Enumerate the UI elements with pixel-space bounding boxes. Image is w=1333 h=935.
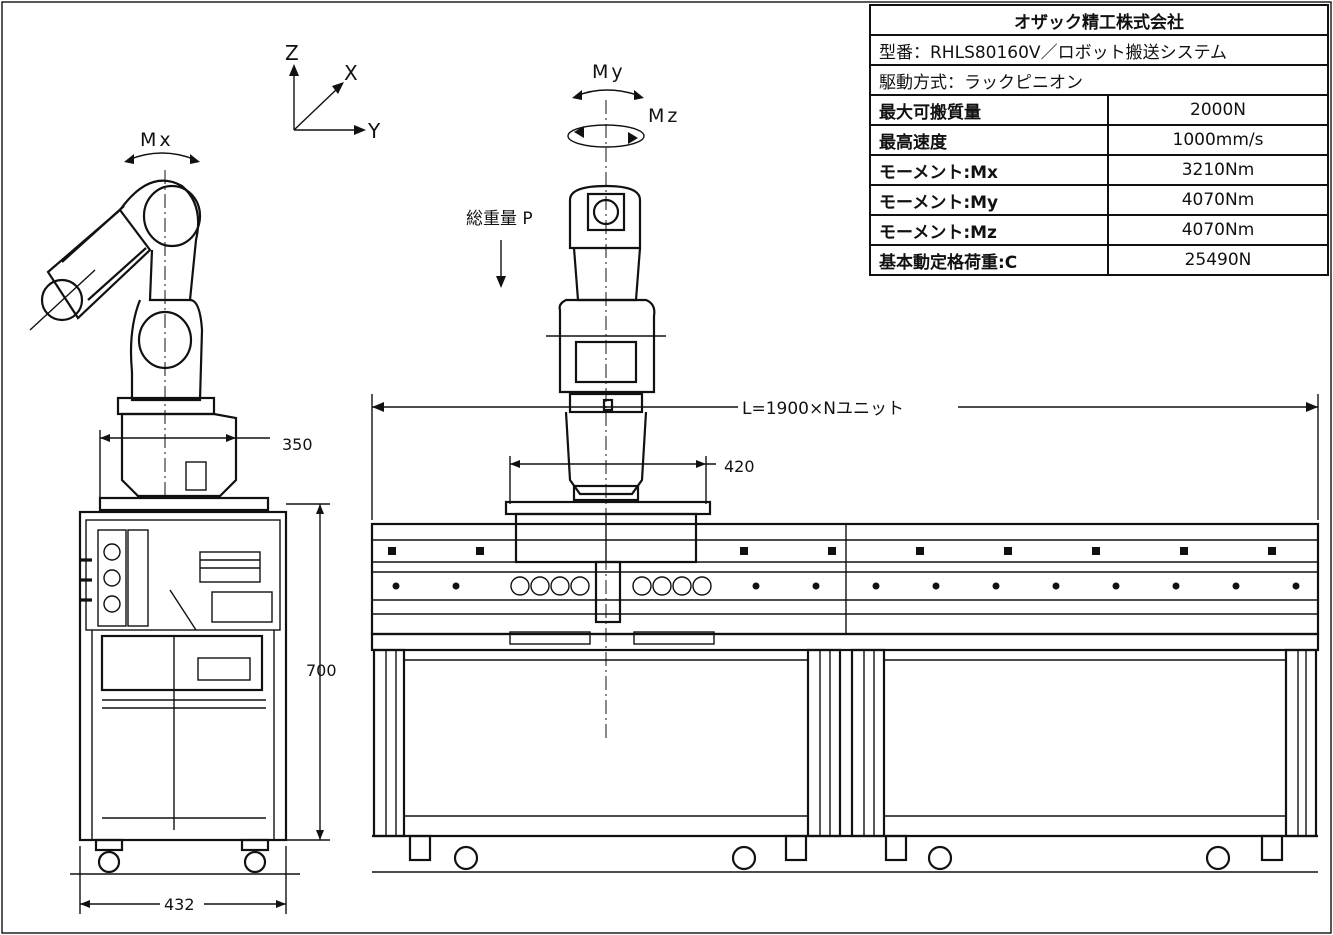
company-name: オザック精工株式会社 <box>869 4 1329 36</box>
bolt-hole <box>1232 582 1240 590</box>
spec-value: 4070Nm <box>1107 184 1329 216</box>
bolt-head <box>1004 547 1012 555</box>
bolt-hole <box>1052 582 1060 590</box>
axis-y-label: Y <box>367 119 381 143</box>
spec-value: 25490N <box>1107 244 1329 276</box>
axis-x-label: X <box>344 61 358 85</box>
drive-method: 駆動方式：ラックピニオン <box>869 64 1329 96</box>
dim-bottom-width: 432 <box>164 895 195 914</box>
rail-bolts <box>388 547 1300 590</box>
spec-label: モーメント:Mz <box>869 214 1109 246</box>
spec-value: 4070Nm <box>1107 214 1329 246</box>
bolt-head <box>916 547 924 555</box>
moment-mz-label: Mz <box>648 105 680 127</box>
bolt-hole <box>1292 582 1300 590</box>
spec-label: 最高速度 <box>869 124 1109 156</box>
bolt-hole <box>392 582 400 590</box>
bolt-hole <box>752 582 760 590</box>
bolt-head <box>1180 547 1188 555</box>
spec-label: 最大可搬質量 <box>869 94 1109 126</box>
dim-length: L=1900×Nユニット <box>742 399 904 419</box>
axis-triad: Z X Y <box>285 41 381 143</box>
bolt-hole <box>992 582 1000 590</box>
bolt-hole <box>452 582 460 590</box>
bolt-hole <box>812 582 820 590</box>
front-view: My Mz 総重量 P 420 <box>370 61 1320 873</box>
bolt-head <box>388 547 396 555</box>
bolt-head <box>1092 547 1100 555</box>
spec-label: 基本動定格荷重:C <box>869 244 1109 276</box>
spec-row: モーメント:Mz 4070Nm <box>869 214 1329 246</box>
bolt-head <box>828 547 836 555</box>
model-number: 型番：RHLS80160V／ロボット搬送システム <box>869 34 1329 66</box>
bolt-hole <box>932 582 940 590</box>
spec-row: モーメント:My 4070Nm <box>869 184 1329 216</box>
spec-value: 1000mm/s <box>1107 124 1329 156</box>
moment-mx-label: Mx <box>140 129 174 151</box>
dim-carriage-width: 420 <box>724 457 755 476</box>
bolt-hole <box>1112 582 1120 590</box>
bolt-hole <box>1172 582 1180 590</box>
bolt-head <box>476 547 484 555</box>
bolt-head <box>740 547 748 555</box>
axis-z-label: Z <box>285 41 299 65</box>
side-view: Mx 350 <box>29 129 337 914</box>
moment-my-label: My <box>592 61 626 83</box>
spec-row: 最高速度 1000mm/s <box>869 124 1329 156</box>
spec-label: モーメント:Mx <box>869 154 1109 186</box>
dim-height: 700 <box>306 661 337 680</box>
spec-label: モーメント:My <box>869 184 1109 216</box>
spec-table: オザック精工株式会社 型番：RHLS80160V／ロボット搬送システム 駆動方式… <box>869 4 1329 276</box>
spec-row: 基本動定格荷重:C 25490N <box>869 244 1329 276</box>
spec-row: 最大可搬質量 2000N <box>869 94 1329 126</box>
bolt-head <box>1268 547 1276 555</box>
load-label: 総重量 P <box>466 209 533 229</box>
roller-row <box>510 576 712 596</box>
spec-row: モーメント:Mx 3210Nm <box>869 154 1329 186</box>
bolt-hole <box>872 582 880 590</box>
dim-base-width: 350 <box>282 435 313 454</box>
spec-value: 3210Nm <box>1107 154 1329 186</box>
spec-value: 2000N <box>1107 94 1329 126</box>
